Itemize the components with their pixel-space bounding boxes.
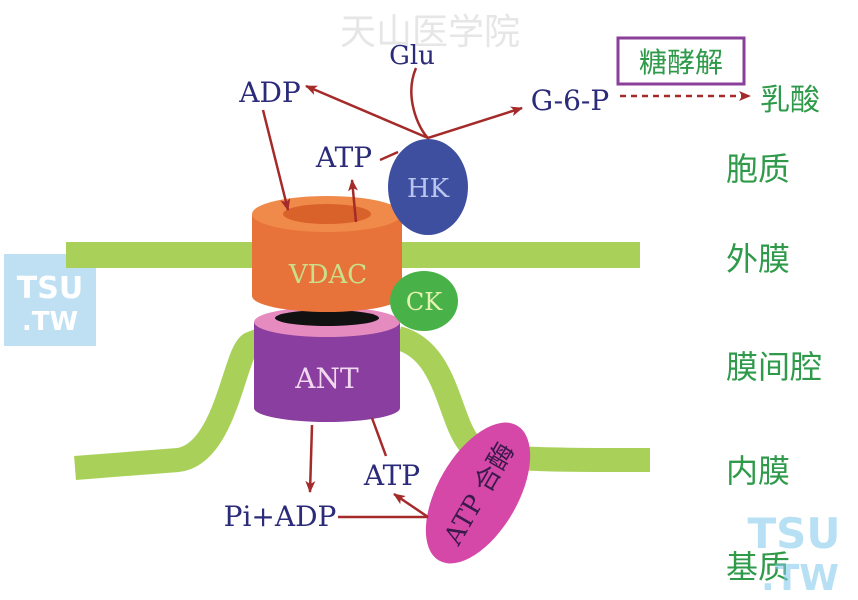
ck-label: CK [406, 288, 443, 316]
hk-enzyme [388, 139, 468, 235]
atp-bottom-label: ATP [363, 459, 420, 492]
arrow-synthase-to-atp [393, 492, 429, 519]
glycolysis-box [616, 36, 746, 86]
arrow-ant-to-piadp [305, 424, 316, 493]
arrow-to-adp-top [305, 84, 429, 140]
arrows [261, 67, 523, 519]
region-intermembrane-space: 膜间腔 [726, 348, 822, 386]
g6p-label: G-6-P [531, 84, 609, 117]
adp-top-label: ADP [238, 76, 301, 109]
glycolysis-label: 糖酵解 [639, 46, 723, 79]
arrow-vdac-to-atp [348, 179, 359, 223]
lactate-label: 乳酸 [760, 83, 820, 118]
pi-adp-label: Pi+ADP [224, 500, 337, 533]
region-outer-membrane: 外膜 [726, 240, 790, 278]
inner-membrane [74, 326, 270, 480]
arrow-glu-to-g6p [410, 67, 523, 140]
atp-top-label: ATP [315, 141, 372, 174]
arrow-atp-to-hk [379, 150, 399, 162]
svg-text:.TW: .TW [761, 558, 839, 599]
svg-text:TSU: TSU [17, 271, 83, 306]
logo-right: TSU .TW [747, 509, 840, 599]
hk-label: HK [407, 174, 450, 204]
ant-channel [254, 307, 400, 422]
atp-synthase: ATP 合酶 [425, 422, 531, 564]
region-cytoplasm: 胞质 [726, 150, 790, 188]
arrow-atp-to-ant [370, 417, 388, 457]
ant-label: ANT [294, 362, 359, 395]
region-inner-membrane: 内膜 [726, 452, 790, 490]
watermark-text: 天山医学院 [340, 12, 520, 53]
arrow-adp-to-vdac [261, 109, 291, 211]
svg-text:TSU: TSU [747, 509, 840, 558]
ck-enzyme [390, 271, 458, 331]
region-matrix: 基质 [726, 548, 790, 586]
logo-left: TSU .TW [4, 254, 96, 346]
vdac-channel [252, 196, 402, 312]
svg-text:.TW: .TW [22, 307, 78, 337]
glu-label: Glu [389, 41, 435, 71]
vdac-label: VDAC [288, 260, 367, 290]
